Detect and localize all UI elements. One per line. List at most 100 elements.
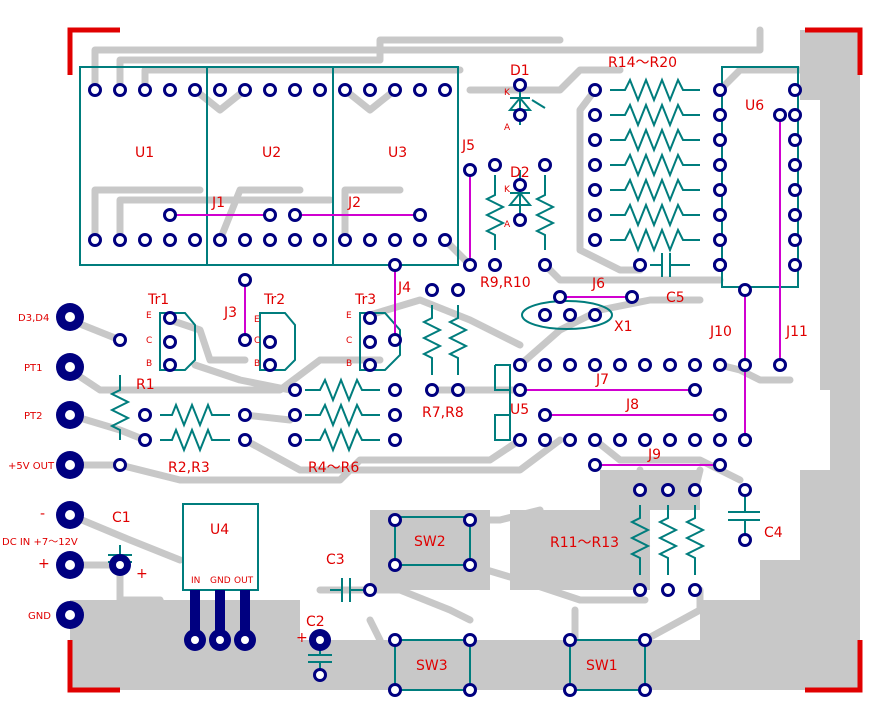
pad	[463, 633, 477, 647]
pad	[638, 433, 652, 447]
pad	[163, 311, 177, 325]
pad	[513, 178, 527, 192]
label-tr1-c: C	[146, 336, 152, 346]
pad	[633, 583, 647, 597]
label-j6: J6	[591, 276, 605, 292]
label-c2: C2	[306, 614, 325, 630]
pad	[713, 258, 727, 272]
label-j2: J2	[347, 195, 361, 211]
pad	[713, 433, 727, 447]
pad	[613, 433, 627, 447]
pad	[713, 83, 727, 97]
label-j1: J1	[211, 195, 225, 211]
pad	[338, 83, 352, 97]
pad	[163, 335, 177, 349]
pad	[563, 433, 577, 447]
pad	[463, 683, 477, 697]
label-j10: J10	[709, 324, 732, 340]
pad	[588, 133, 602, 147]
pad	[588, 208, 602, 222]
label-sw1: SW1	[586, 658, 618, 674]
label-tr1-e: E	[146, 311, 152, 321]
label-u4: U4	[210, 522, 229, 538]
label-d2-a: A	[504, 220, 511, 230]
pad	[263, 233, 277, 247]
pad	[163, 208, 177, 222]
pad	[388, 433, 402, 447]
resistor-array-r14-r20	[610, 77, 700, 253]
pad	[773, 358, 787, 372]
pad	[388, 333, 402, 347]
pad	[363, 311, 377, 325]
pad	[738, 533, 752, 547]
label-u3: U3	[388, 145, 407, 161]
pad	[713, 408, 727, 422]
pad	[363, 233, 377, 247]
pad	[663, 358, 677, 372]
pad	[163, 233, 177, 247]
pad	[588, 433, 602, 447]
label-j5: J5	[461, 138, 475, 154]
pad	[425, 383, 439, 397]
pad	[661, 483, 675, 497]
label-u6: U6	[745, 98, 764, 114]
pad	[425, 283, 439, 297]
label-c1: C1	[112, 510, 131, 526]
pad	[588, 158, 602, 172]
pad	[713, 158, 727, 172]
label-c1-plus: +	[136, 566, 148, 582]
pad	[451, 283, 465, 297]
pad	[788, 158, 802, 172]
label-tr1-b: B	[146, 359, 152, 369]
pad	[738, 358, 752, 372]
connector-pads	[56, 303, 331, 651]
pad	[238, 83, 252, 97]
label-u4-in: IN	[191, 576, 200, 586]
pad	[688, 583, 702, 597]
pad	[388, 558, 402, 572]
label-j11: J11	[785, 324, 808, 340]
pad	[538, 158, 552, 172]
pad	[413, 208, 427, 222]
label-j8: J8	[625, 397, 639, 413]
ic-u5-outline	[494, 364, 511, 441]
label-d1-a: A	[504, 123, 511, 133]
label-r7-r8: R7,R8	[422, 405, 464, 421]
resistor-zigzags	[109, 175, 706, 575]
pad	[113, 333, 127, 347]
pad	[238, 408, 252, 422]
pad	[238, 333, 252, 347]
pad	[773, 108, 787, 122]
pad	[451, 383, 465, 397]
pad	[563, 308, 577, 322]
pad	[688, 433, 702, 447]
label-tr3-c: C	[346, 336, 352, 346]
pad	[113, 233, 127, 247]
pad	[713, 183, 727, 197]
pad	[138, 233, 152, 247]
label-x1: X1	[614, 319, 633, 335]
pad	[513, 78, 527, 92]
pad	[788, 233, 802, 247]
label-d2-k: K	[504, 185, 511, 195]
label-d3-d4: D3,D4	[18, 313, 49, 324]
label-r4-r6: R4～R6	[308, 460, 359, 476]
pad	[688, 358, 702, 372]
pad	[463, 163, 477, 177]
pad	[363, 358, 377, 372]
pad	[438, 83, 452, 97]
pad	[563, 683, 577, 697]
label-d2: D2	[510, 165, 530, 181]
pad	[263, 358, 277, 372]
pad	[438, 233, 452, 247]
label-u4-gnd: GND	[210, 576, 231, 586]
pad	[238, 433, 252, 447]
pad	[188, 233, 202, 247]
label-tr3-b: B	[346, 359, 352, 369]
pad	[488, 258, 502, 272]
label-j3: J3	[223, 305, 237, 321]
label-r1: R1	[136, 377, 155, 393]
label-u5: U5	[510, 402, 529, 418]
pad	[638, 358, 652, 372]
